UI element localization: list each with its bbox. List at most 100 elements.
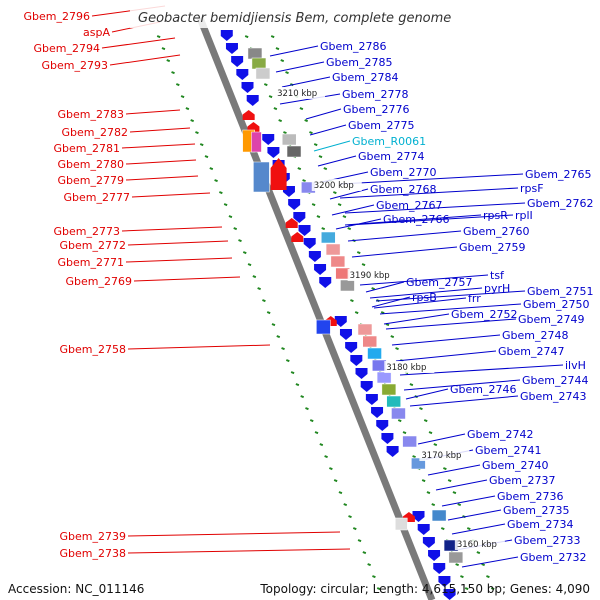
right-gene-label[interactable]: Gbem_2732	[520, 551, 586, 564]
right-gene-label[interactable]: rpsF	[520, 182, 544, 195]
right-gene-label[interactable]: pyrH	[484, 282, 510, 295]
leader-line	[305, 108, 342, 120]
right-gene-label[interactable]: Gbem_2741	[475, 444, 541, 457]
leader-line	[331, 204, 375, 216]
left-gene-label[interactable]: Gbem_2793	[42, 59, 108, 72]
gene-arrow-minus	[334, 316, 347, 327]
left-gene-label[interactable]: aspA	[83, 26, 110, 39]
right-gene-label[interactable]: Gbem_2746	[450, 383, 516, 396]
left-gene-label[interactable]: Gbem_2783	[58, 108, 124, 121]
kbp-marker: 3160 kbp	[457, 540, 497, 550]
right-gene-label[interactable]: Gbem_2735	[503, 504, 569, 517]
right-gene-label[interactable]: Gbem_2742	[467, 428, 533, 441]
gene-arrow-minus	[386, 446, 399, 457]
right-gene-label[interactable]: rplI	[515, 209, 533, 222]
gene-arrow-minus	[381, 433, 394, 444]
right-gene-label[interactable]: Gbem_2778	[342, 88, 408, 101]
right-gene-label[interactable]: Gbem_2733	[514, 534, 580, 547]
right-gene-label[interactable]: Gbem_2744	[522, 374, 588, 387]
tick-mark	[380, 311, 385, 315]
right-gene-label[interactable]: rpsR	[483, 209, 508, 222]
tick-mark	[361, 263, 366, 267]
right-gene-label[interactable]: Gbem_2749	[518, 313, 584, 326]
gene-arrow-plus	[270, 158, 287, 190]
tick-mark	[290, 371, 295, 375]
tick-mark	[300, 395, 305, 399]
gene-block	[255, 67, 271, 80]
genome-backbone	[196, 16, 436, 600]
tick-mark	[402, 431, 407, 435]
right-gene-label[interactable]: Gbem_2786	[320, 40, 386, 53]
left-gene-label[interactable]: Gbem_2794	[34, 42, 100, 55]
tick-mark	[252, 275, 257, 279]
gene-arrow-minus	[308, 251, 321, 262]
kbp-marker: 3170 kbp	[421, 451, 461, 461]
right-gene-label[interactable]: Gbem_2762	[527, 197, 593, 210]
right-gene-label[interactable]: Gbem_2734	[507, 518, 573, 531]
left-gene-label[interactable]: Gbem_2769	[66, 275, 132, 288]
left-gene-label[interactable]: Gbem_2739	[60, 530, 126, 543]
left-gene-label[interactable]: Gbem_2781	[54, 142, 120, 155]
right-gene-label[interactable]: Gbem_2760	[463, 225, 529, 238]
leader-line	[127, 548, 351, 554]
leader-line	[281, 76, 331, 88]
right-gene-label[interactable]: Gbem_2785	[326, 56, 392, 69]
right-gene-label[interactable]: Gbem_2784	[332, 71, 398, 84]
left-gene-label[interactable]: Gbem_2773	[54, 225, 120, 238]
right-gene-label[interactable]: Gbem_2736	[497, 490, 563, 503]
gene-arrow-minus	[443, 589, 456, 600]
left-gene-label[interactable]: Gbem_2777	[64, 191, 130, 204]
right-gene-label[interactable]: Gbem_2752	[451, 308, 517, 321]
left-gene-label[interactable]: Gbem_2772	[60, 239, 126, 252]
right-gene-label[interactable]: Gbem_2765	[525, 168, 591, 181]
tick-mark	[313, 143, 318, 147]
tick-mark	[460, 575, 464, 579]
right-gene-label[interactable]: Gbem_2775	[348, 119, 414, 132]
right-gene-label[interactable]: Gbem_2747	[498, 345, 564, 358]
tick-mark	[412, 455, 416, 459]
right-gene-label[interactable]: tsf	[490, 269, 505, 282]
right-gene-label[interactable]: Gbem_2766	[383, 213, 449, 226]
leader-line	[125, 257, 233, 263]
gene-arrow-minus	[438, 576, 451, 587]
left-gene-label[interactable]: Gbem_2758	[60, 343, 126, 356]
right-gene-label[interactable]: Gbem_2748	[502, 329, 568, 342]
right-gene-label[interactable]: Gbem_2776	[343, 103, 409, 116]
tick-mark	[247, 263, 252, 267]
tick-mark	[466, 527, 471, 531]
right-gene-label[interactable]: Gbem_2737	[489, 474, 555, 487]
right-gene-label[interactable]: Gbem_2770	[370, 166, 436, 179]
right-gene-label[interactable]: Gbem_2743	[520, 390, 586, 403]
tick-mark	[409, 383, 414, 387]
right-gene-label[interactable]: rpsB	[412, 291, 437, 304]
left-gene-label[interactable]: Gbem_2779	[58, 174, 124, 187]
gene-block	[357, 323, 373, 336]
right-gene-label[interactable]: ilvH	[565, 359, 586, 372]
tick-mark	[257, 287, 261, 291]
leader-line	[347, 214, 514, 226]
right-gene-label[interactable]: Gbem_2768	[370, 183, 436, 196]
right-gene-label[interactable]: frr	[468, 292, 481, 305]
tick-mark	[244, 35, 249, 39]
tick-mark	[266, 311, 271, 315]
leader-line	[344, 202, 526, 214]
right-gene-label[interactable]: Gbem_2759	[459, 241, 525, 254]
leader-lines	[91, 5, 564, 568]
right-gene-label[interactable]: Gbem_2774	[358, 150, 424, 163]
left-gene-label[interactable]: Gbem_2780	[58, 158, 124, 171]
leader-line	[131, 192, 211, 198]
left-gene-label[interactable]: Gbem_2771	[58, 256, 124, 269]
right-gene-label[interactable]: Gbem_2750	[523, 298, 589, 311]
left-gene-label[interactable]: Gbem_2782	[62, 126, 128, 139]
left-gene-label[interactable]: Gbem_2796	[24, 10, 90, 23]
left-gene-label[interactable]: Gbem_2738	[60, 547, 126, 560]
right-gene-label[interactable]: Gbem_2740	[482, 459, 548, 472]
right-gene-label[interactable]: Gbem_2767	[376, 199, 442, 212]
right-gene-label[interactable]: Gbem_2751	[527, 285, 593, 298]
tick-mark	[371, 287, 375, 291]
tick-mark	[238, 239, 242, 243]
right-gene-label[interactable]: Gbem_2757	[406, 276, 472, 289]
right-gene-label[interactable]: Gbem_R0061	[352, 135, 426, 148]
gene-block	[362, 335, 378, 348]
